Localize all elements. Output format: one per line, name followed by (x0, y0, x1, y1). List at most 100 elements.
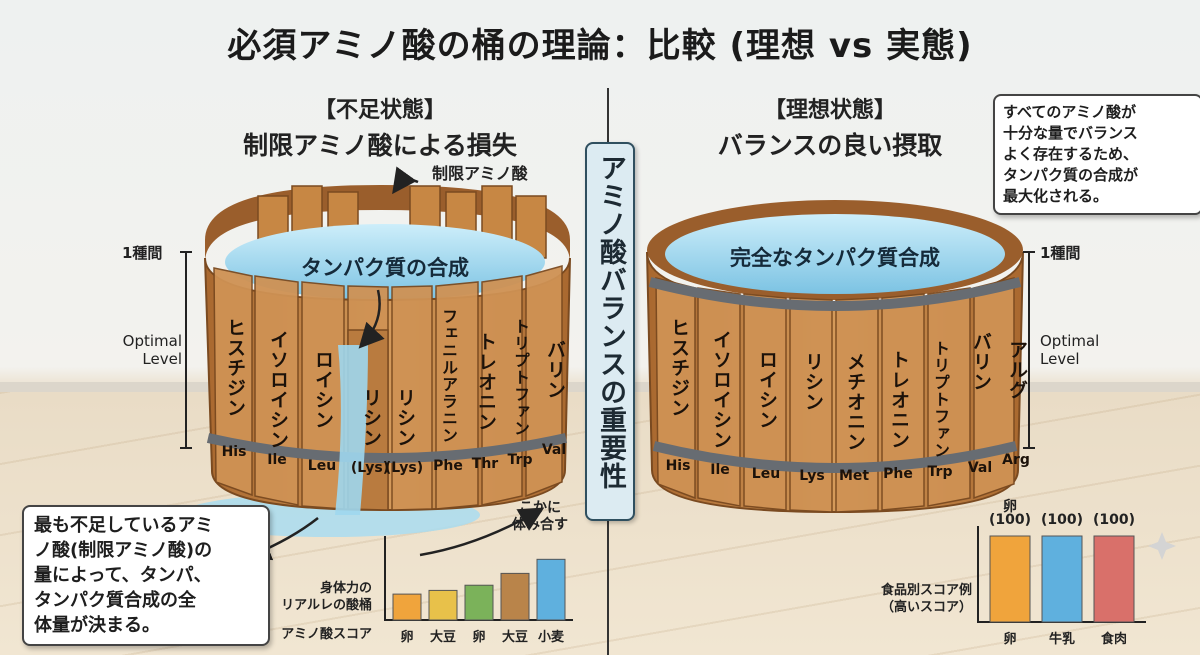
left-stave-name: イソロイシン (267, 330, 289, 450)
left-stave-name: フェニルアラニン (439, 308, 458, 444)
left-callout: 最も不足しているアミ ノ酸(制限アミノ酸)の 量によって、タンパ、 タンパク質合… (22, 505, 270, 646)
right-header-line1: 【理想状態】 (763, 98, 896, 123)
left-water-surface (225, 224, 545, 300)
right-stave-name: ヒスチジン (668, 318, 690, 418)
right-stave-abbr: His (665, 458, 691, 474)
left-stave-name: リシン (394, 388, 416, 448)
right-panel-header: 【理想状態】 バランスの良い摂取 (680, 92, 980, 162)
left-stave-name: バリン (544, 340, 566, 400)
left-stave-abbr: His (221, 444, 247, 460)
left-chart-tick-label: 大豆 (501, 630, 528, 645)
left-stave-abbr: Thr (471, 456, 499, 472)
right-chart-tick-label: 卵 (1003, 632, 1017, 647)
right-scale (1023, 251, 1035, 449)
left-scale-top: 1種間 (122, 244, 163, 262)
right-chart-egg-top: 卵 (1003, 499, 1017, 515)
right-chart-tick-label: 牛乳 (1048, 632, 1075, 647)
left-waterfall (335, 345, 368, 515)
left-stave-name: ヒスチジン (224, 318, 246, 418)
left-chart-bar (428, 589, 458, 621)
left-header-line2: 制限アミノ酸による損失 (243, 131, 517, 160)
right-stave-abbr: Arg (1002, 452, 1030, 468)
left-stave-abbr: Val (541, 442, 567, 458)
right-chart-axis (977, 526, 1146, 623)
left-stave-name: トリプトファン (511, 318, 530, 437)
left-chart-tick-label: 大豆 (429, 630, 456, 645)
left-chart-axis-label: アミノ酸スコア (281, 627, 372, 642)
left-stave-name: リシン (360, 388, 382, 448)
left-tub-title: タンパク質の合成 (301, 256, 469, 280)
right-chart-bar (989, 535, 1031, 623)
right-chart-value-label: (100) (988, 512, 1032, 528)
left-scale-mid: Optimal Level (112, 332, 182, 368)
page-title: 必須アミノ酸の桶の理論：比較 (理想 vs 実態) (227, 26, 973, 66)
left-panel-header: 【不足状態】 制限アミノ酸による損失 (230, 92, 530, 162)
right-chart-value-label: (100) (1040, 512, 1084, 528)
left-chart-tick-label: 卵 (472, 630, 486, 645)
sparkle-icon (1148, 532, 1176, 560)
left-chart-arrow-l1: こかに (519, 500, 561, 516)
right-callout-line: すべてのアミノ酸が (1003, 103, 1137, 121)
right-callout-line: よく存在するため、 (1003, 145, 1139, 163)
left-callout-line: 量によって、タンパ、 (34, 565, 212, 586)
left-chart-arrow-label: こかに 体み合す (500, 500, 580, 534)
right-stave-name: トレオニン (888, 350, 910, 450)
left-score-chart (384, 536, 573, 621)
left-chart-bar (536, 558, 566, 621)
right-stave-name: リシン (802, 352, 824, 412)
limiting-amino-label: 制限アミノ酸 (432, 164, 528, 183)
right-callout-line: 十分な量でバランス (1003, 124, 1138, 142)
left-chart-tick-label: 卵 (400, 630, 414, 645)
right-chart-title: 食品別スコア例 (880, 583, 972, 598)
right-chart-tick-label: 食肉 (1100, 632, 1127, 647)
left-stave-abbr: Phe (433, 458, 463, 474)
right-water-surface (665, 214, 1005, 294)
left-scale-mid-l1: Optimal (122, 332, 182, 350)
center-band: アミノ酸バランスの重要性 (585, 142, 635, 521)
left-callout-line: 体量が決まる。 (34, 615, 160, 636)
left-chart-tick-label: 小麦 (537, 630, 564, 645)
right-tub-title: 完全なタンパク質合成 (730, 246, 940, 270)
right-stave-abbr: Phe (883, 466, 913, 482)
right-stave-abbr: Trp (927, 464, 953, 480)
right-callout-line: 最大化される。 (1003, 187, 1109, 205)
left-stave-name: ロイシン (312, 350, 334, 430)
right-score-chart (977, 526, 1146, 623)
left-stave-name: トレオニン (475, 332, 497, 432)
right-scale-mid-l1: Optimal (1040, 332, 1100, 350)
right-stave-abbr: Lys (799, 468, 825, 484)
left-stave-abbr: Leu (307, 458, 337, 474)
left-chart-caption: 身体力の リアルレの酸桶 (272, 580, 372, 614)
left-chart-caption-l1: 身体力の (319, 581, 372, 596)
left-chart-caption-l2: リアルレの酸桶 (281, 598, 372, 613)
right-stave-name: アルグ (1006, 340, 1028, 400)
left-stave-abbr: (Lys) (350, 460, 390, 476)
left-barrel (180, 166, 571, 537)
right-stave-abbr: Leu (751, 466, 781, 482)
left-chart-bar (464, 584, 494, 621)
left-stave-abbr: Trp (507, 452, 533, 468)
left-stave-abbr: (Lys) (384, 460, 424, 476)
right-stave-name: ロイシン (756, 350, 778, 430)
left-scale-mid-l2: Level (142, 350, 182, 368)
right-stave-name: バリン (970, 332, 992, 392)
left-chart-arrow-l2: 体み合す (512, 517, 568, 533)
left-chart-bar (392, 593, 422, 621)
right-stave-abbr: Ile (710, 462, 730, 478)
left-callout-line: 最も不足しているアミ (34, 515, 214, 536)
left-scale (180, 251, 192, 449)
right-barrel (646, 200, 1024, 514)
right-callout-line: タンパク質の合成が (1003, 166, 1139, 184)
left-header-line1: 【不足状態】 (313, 98, 446, 123)
left-callout-line: タンパク質合成の全 (34, 590, 196, 611)
right-stave-abbr: Met (838, 468, 870, 484)
right-header-line2: バランスの良い摂取 (717, 131, 943, 160)
right-callout: すべてのアミノ酸が 十分な量でバランス よく存在するため、 タンパク質の合成が … (993, 94, 1200, 215)
right-scale-mid-l2: Level (1040, 350, 1080, 368)
right-scale-mid: Optimal Level (1040, 332, 1120, 368)
right-chart-bar (1041, 535, 1083, 623)
left-callout-line: ノ酸(制限アミノ酸)の (34, 540, 213, 561)
right-stave-name: イソロイシン (710, 330, 732, 450)
left-chart-bar (500, 572, 530, 621)
